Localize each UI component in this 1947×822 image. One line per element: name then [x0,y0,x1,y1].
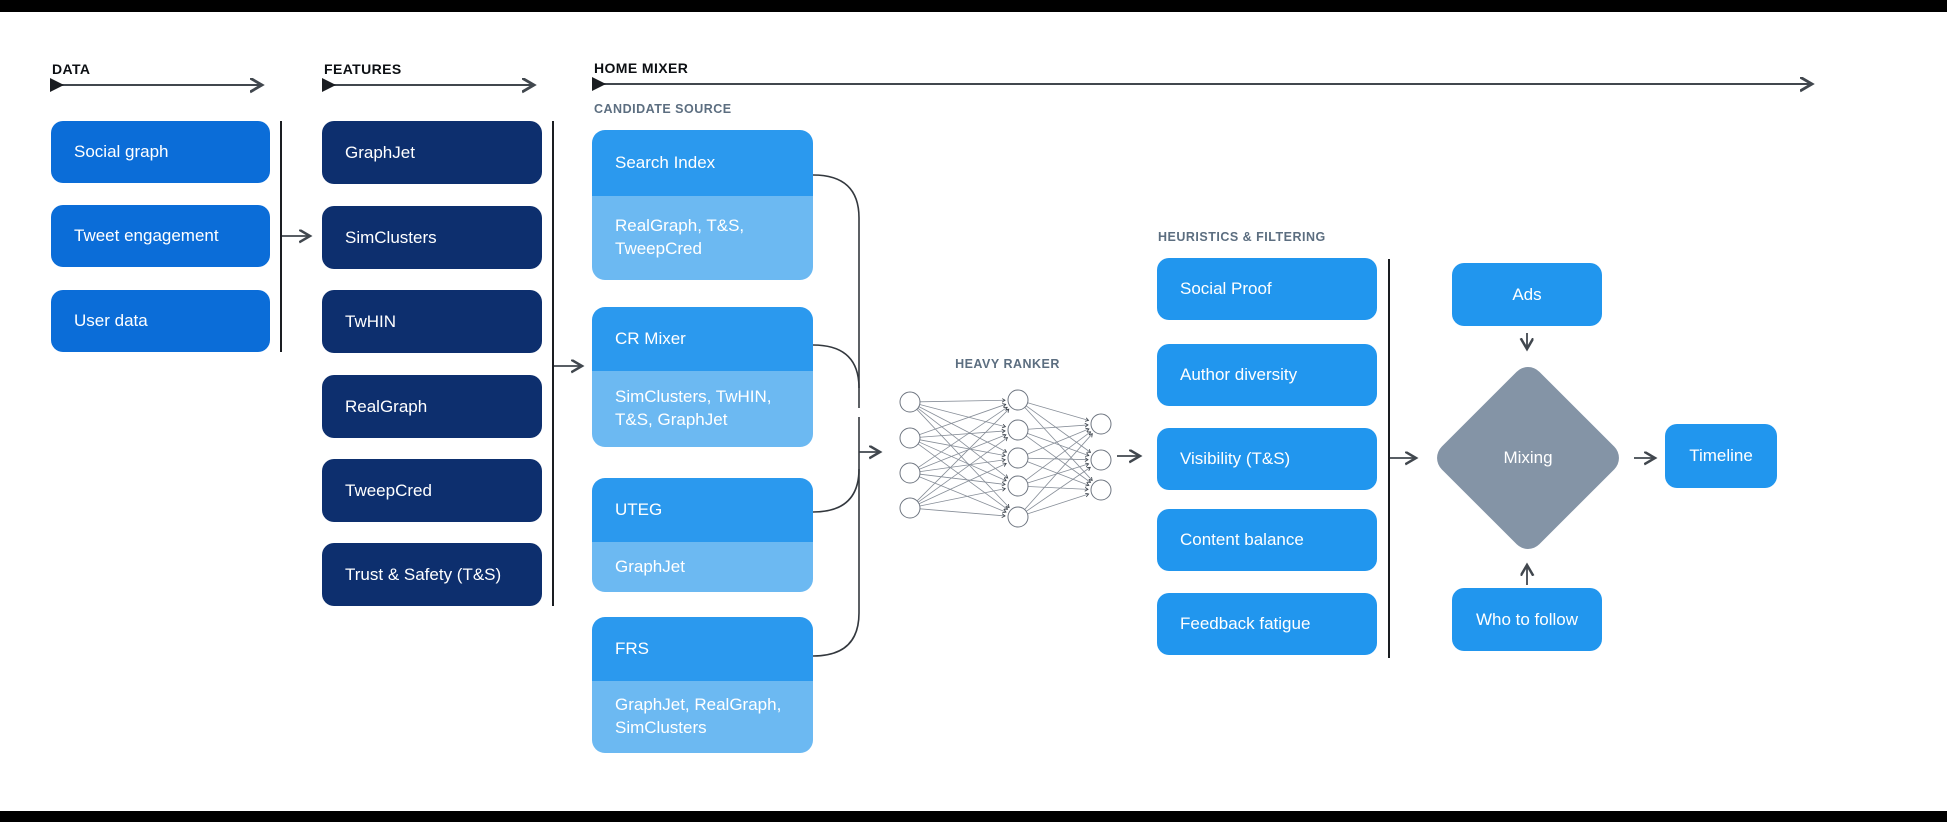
feature-node-graphjet: GraphJet [322,121,542,184]
feature-node-realgraph: RealGraph [322,375,542,438]
candidate-source-header: CANDIDATE SOURCE [594,102,732,116]
feature-node-simclusters: SimClusters [322,206,542,269]
features-section-header: FEATURES [324,61,402,77]
heuristic-node-visibility: Visibility (T&S) [1157,428,1377,490]
mixing-diamond-label: Mixing [1503,448,1553,467]
candidate-card-title: UTEG [592,478,813,542]
timeline-node: Timeline [1665,424,1777,488]
home-mixer-section-header: HOME MIXER [594,60,689,76]
data-section-header: DATA [52,61,91,77]
heuristic-node-content-balance: Content balance [1157,509,1377,571]
data-node-social-graph: Social graph [51,121,270,183]
candidate-card-sources: SimClusters, TwHIN, T&S, GraphJet [592,371,813,447]
who-to-follow-node: Who to follow [1452,588,1602,651]
candidate-card-sources: RealGraph, T&S, TweepCred [592,196,813,280]
candidate-card-sources: GraphJet [592,542,813,592]
bottom-letterbox-bar [0,811,1947,822]
candidate-card-frs: FRS GraphJet, RealGraph, SimClusters [592,617,813,753]
candidate-card-search-index: Search Index RealGraph, T&S, TweepCred [592,130,813,280]
heuristic-node-social-proof: Social Proof [1157,258,1377,320]
candidate-card-cr-mixer: CR Mixer SimClusters, TwHIN, T&S, GraphJ… [592,307,813,447]
heuristic-node-feedback-fatigue: Feedback fatigue [1157,593,1377,655]
heuristics-filtering-header: HEURISTICS & FILTERING [1158,230,1326,244]
data-node-tweet-engagement: Tweet engagement [51,205,270,267]
candidate-card-sources: GraphJet, RealGraph, SimClusters [592,681,813,753]
heuristic-node-author-diversity: Author diversity [1157,344,1377,406]
section-header-arrows [52,84,1812,85]
candidate-collector [812,174,860,657]
candidate-card-title: Search Index [592,130,813,196]
candidate-card-title: FRS [592,617,813,681]
candidate-card-uteg: UTEG GraphJet [592,478,813,592]
feature-node-twhin: TwHIN [322,290,542,353]
candidate-card-title: CR Mixer [592,307,813,371]
feature-node-tweepcred: TweepCred [322,459,542,522]
top-letterbox-bar [0,0,1947,12]
feature-node-trust-safety: Trust & Safety (T&S) [322,543,542,606]
ads-node: Ads [1452,263,1602,326]
heavy-ranker-header: HEAVY RANKER [955,357,1060,371]
neural-network-graphic [899,389,1112,528]
data-node-user-data: User data [51,290,270,352]
